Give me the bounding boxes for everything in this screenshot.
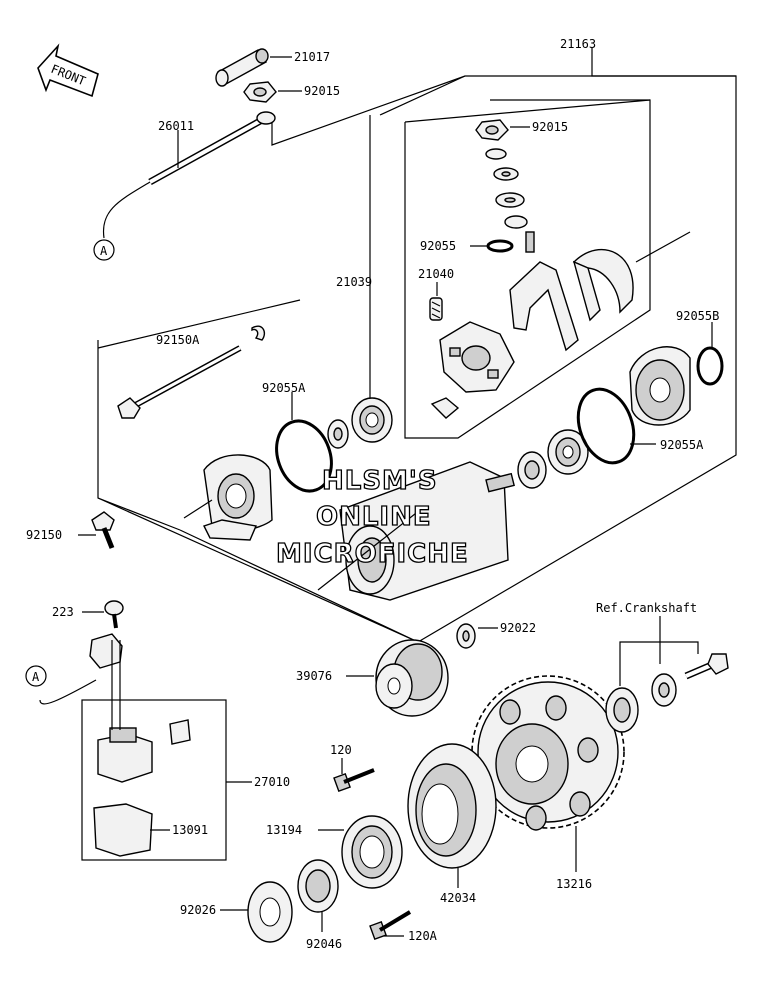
part-label-39076: 39076 bbox=[296, 669, 332, 683]
brush-spring-21040 bbox=[429, 282, 443, 321]
relay-27010 bbox=[81, 640, 252, 861]
connector-a-bottom-label: A bbox=[32, 670, 40, 684]
ref-crankshaft-label: Ref.Crankshaft bbox=[596, 601, 697, 615]
cable-26011: A bbox=[93, 111, 276, 261]
o-ring-92055A-right bbox=[576, 387, 636, 465]
end-cover-92055B bbox=[629, 322, 724, 426]
brush-holder-outline bbox=[369, 75, 651, 439]
part-label-92055B: 92055B bbox=[676, 309, 719, 323]
clutch-42034 bbox=[407, 743, 497, 888]
part-label-27010: 27010 bbox=[254, 775, 290, 789]
end-cover-right bbox=[572, 231, 691, 322]
part-label-92022: 92022 bbox=[500, 621, 536, 635]
watermark: HLSM'S ONLINE MICROFICHE bbox=[275, 465, 469, 569]
cap-21017 bbox=[215, 48, 292, 87]
part-label-223: 223 bbox=[52, 605, 74, 619]
starter-gear-13216 bbox=[471, 675, 625, 872]
part-label-42034: 42034 bbox=[440, 891, 476, 905]
part-label-26011: 26011 bbox=[158, 119, 194, 133]
bolt-120A bbox=[369, 910, 412, 941]
watermark-line-1: HLSM'S bbox=[322, 466, 438, 496]
washer-92026 bbox=[220, 881, 293, 943]
part-label-21163: 21163 bbox=[560, 37, 596, 51]
part-label-13194: 13194 bbox=[266, 823, 302, 837]
part-label-92026: 92026 bbox=[180, 903, 216, 917]
part-label-21017: 21017 bbox=[294, 50, 330, 64]
part-label-120: 120 bbox=[330, 743, 352, 757]
part-label-92055A-right: 92055A bbox=[660, 438, 704, 452]
connector-a-top-icon bbox=[93, 239, 115, 261]
bolt-92150 bbox=[78, 511, 115, 549]
o-ring-92055 bbox=[486, 239, 514, 253]
nut-92015-top bbox=[243, 81, 302, 103]
o-ring-92055B bbox=[696, 346, 724, 386]
end-cap-left bbox=[183, 454, 273, 541]
bolt-120 bbox=[333, 758, 375, 793]
part-label-13091: 13091 bbox=[172, 823, 208, 837]
part-label-92015-top: 92015 bbox=[304, 84, 340, 98]
part-number-labels: 21017 92015 21163 26011 92015 92055 2104… bbox=[26, 37, 719, 951]
bearing-right bbox=[517, 429, 589, 489]
terminal-bracket bbox=[509, 231, 579, 352]
bearing-left bbox=[327, 397, 393, 449]
watermark-line-3: MICROFICHE bbox=[276, 539, 469, 569]
part-label-92055: 92055 bbox=[420, 239, 456, 253]
part-label-21040: 21040 bbox=[418, 267, 454, 281]
starter-motor-outline bbox=[97, 48, 737, 643]
part-label-92046: 92046 bbox=[306, 937, 342, 951]
o-ring-92055A-left bbox=[275, 419, 333, 493]
part-label-21039: 21039 bbox=[336, 275, 372, 289]
terminal-stack bbox=[470, 119, 530, 253]
connector-a-top-label: A bbox=[100, 244, 108, 258]
crankshaft-ref bbox=[605, 616, 729, 733]
part-label-92055A-left: 92055A bbox=[262, 381, 306, 395]
part-label-92150: 92150 bbox=[26, 528, 62, 542]
part-label-92015: 92015 bbox=[532, 120, 568, 134]
needle-bearing-92046 bbox=[297, 859, 339, 932]
part-label-13216: 13216 bbox=[556, 877, 592, 891]
connector-a-bottom-icon bbox=[25, 665, 47, 687]
bolt-92150A bbox=[117, 325, 266, 419]
relay-bracket: A bbox=[25, 633, 123, 705]
armature-body bbox=[317, 461, 515, 601]
brush-plate bbox=[430, 321, 515, 419]
bolt-223 bbox=[82, 600, 124, 629]
clutch-13194 bbox=[318, 815, 403, 889]
gear-39076 bbox=[346, 639, 449, 717]
front-arrow-icon: FRONT bbox=[37, 43, 99, 98]
part-label-120A: 120A bbox=[408, 929, 438, 943]
watermark-line-2: ONLINE bbox=[316, 502, 432, 532]
part-label-92150A: 92150A bbox=[156, 333, 200, 347]
